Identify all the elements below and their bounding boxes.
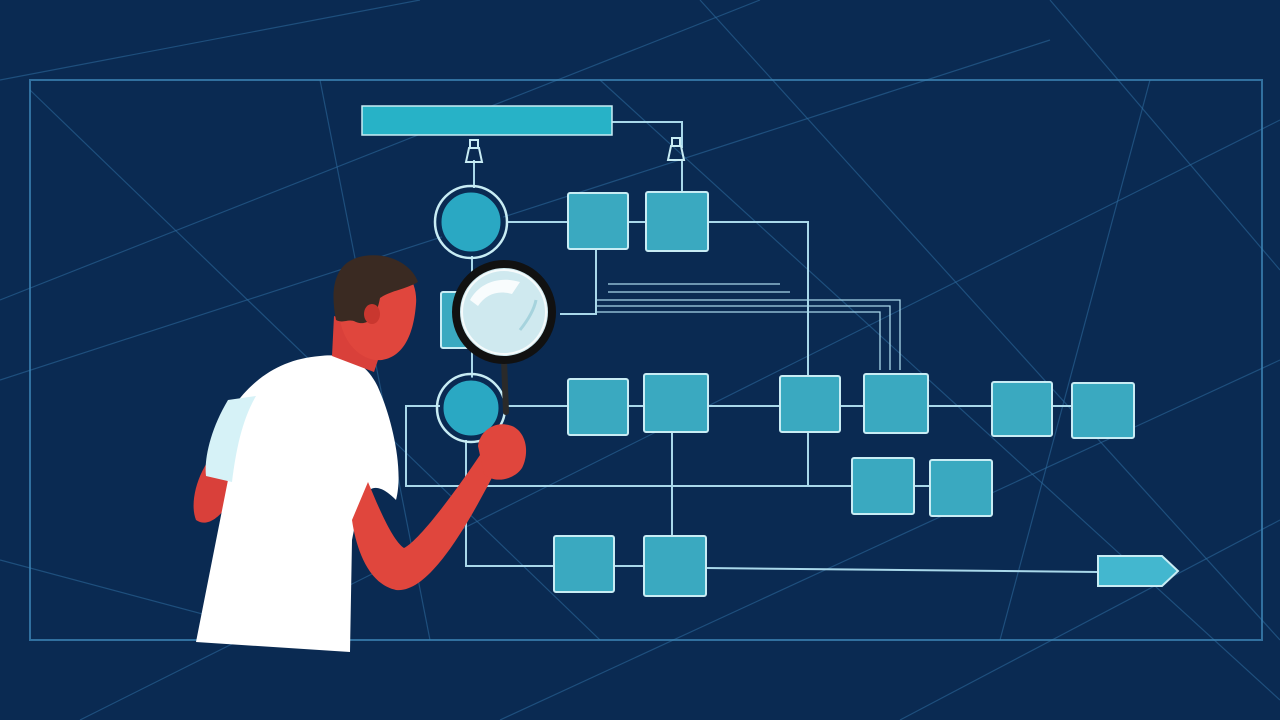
- process-box: [567, 192, 629, 250]
- circle-node: [433, 184, 509, 260]
- shirt-shadow: [205, 396, 256, 482]
- ear: [364, 304, 380, 324]
- process-boxes: [440, 191, 1135, 597]
- process-box: [779, 375, 841, 433]
- magnifier-icon: [452, 260, 556, 415]
- process-box: [863, 373, 929, 434]
- shirt: [196, 355, 399, 652]
- person-figure: [193, 255, 527, 652]
- process-box: [553, 535, 615, 593]
- process-box: [1071, 382, 1135, 439]
- arrow-icon: [1097, 555, 1180, 587]
- diagram-frame: [29, 79, 1263, 641]
- process-box: [567, 378, 629, 436]
- process-box: [929, 459, 993, 517]
- front-arm: [352, 452, 496, 591]
- hair: [333, 255, 418, 324]
- header-bar-node: [361, 105, 613, 136]
- process-box: [643, 373, 709, 433]
- process-box: [645, 191, 709, 252]
- funnel-icon: [666, 137, 686, 161]
- hand: [478, 424, 527, 480]
- process-box: [851, 457, 915, 515]
- process-box: [991, 381, 1053, 437]
- funnel-icon: [464, 139, 484, 163]
- process-box: [643, 535, 707, 597]
